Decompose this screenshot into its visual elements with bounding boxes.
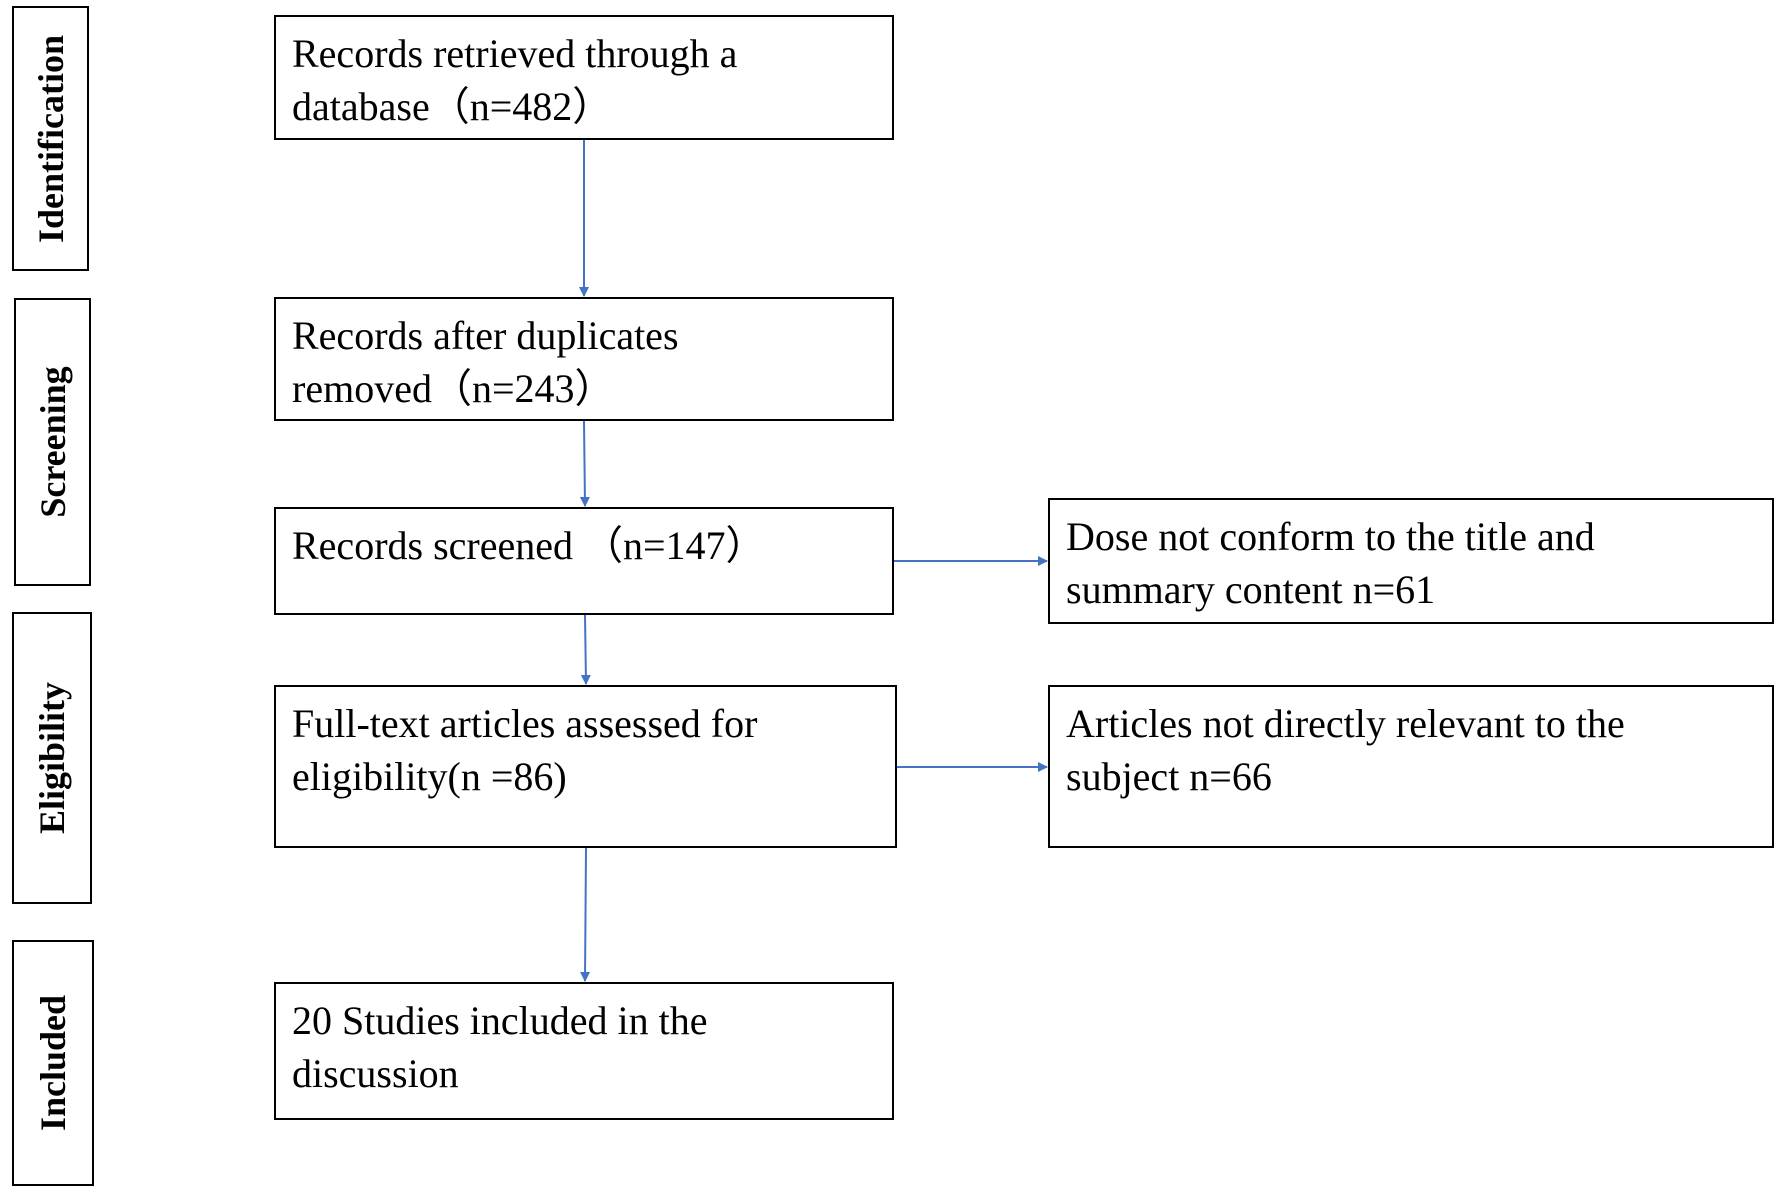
box-records-retrieved-line1: Records retrieved through a: [292, 31, 738, 76]
box-studies-included: 20 Studies included in the discussion: [274, 982, 894, 1120]
box-excluded-title-summary-line1: Dose not conform to the title and: [1066, 514, 1595, 559]
box-records-screened: Records screened （n=147）: [274, 507, 894, 615]
box-records-deduplicated-line1: Records after duplicates: [292, 313, 679, 358]
box-excluded-title-summary: Dose not conform to the title and summar…: [1048, 498, 1774, 624]
box-records-deduplicated-line2: removed（n=243）: [292, 366, 615, 411]
box-excluded-subject-line1: Articles not directly relevant to the: [1066, 701, 1625, 746]
box-excluded-subject: Articles not directly relevant to the su…: [1048, 685, 1774, 848]
stage-identification: Identification: [12, 6, 89, 271]
box-records-deduplicated: Records after duplicates removed（n=243）: [274, 297, 894, 421]
stage-screening: Screening: [14, 298, 91, 586]
box-excluded-subject-line2: subject n=66: [1066, 754, 1272, 799]
arrow-screened-to-fulltext: [580, 614, 591, 685]
box-fulltext-assessed: Full-text articles assessed for eligibil…: [274, 685, 897, 848]
stage-eligibility: Eligibility: [12, 612, 92, 904]
box-fulltext-assessed-line1: Full-text articles assessed for: [292, 701, 758, 746]
box-excluded-title-summary-line2: summary content n=61: [1066, 567, 1436, 612]
box-records-retrieved: Records retrieved through a database（n=4…: [274, 15, 894, 140]
box-records-retrieved-line2: database（n=482）: [292, 84, 613, 129]
box-fulltext-assessed-line2: eligibility(n =86): [292, 754, 567, 799]
box-studies-included-line1: 20 Studies included in the: [292, 998, 708, 1043]
stage-included: Included: [12, 940, 94, 1186]
box-records-screened-line1: Records screened （n=147）: [292, 523, 766, 568]
arrow-fulltext-to-included: [580, 847, 591, 982]
box-studies-included-line2: discussion: [292, 1051, 459, 1096]
arrow-deduplicated-to-screened: [579, 420, 590, 507]
